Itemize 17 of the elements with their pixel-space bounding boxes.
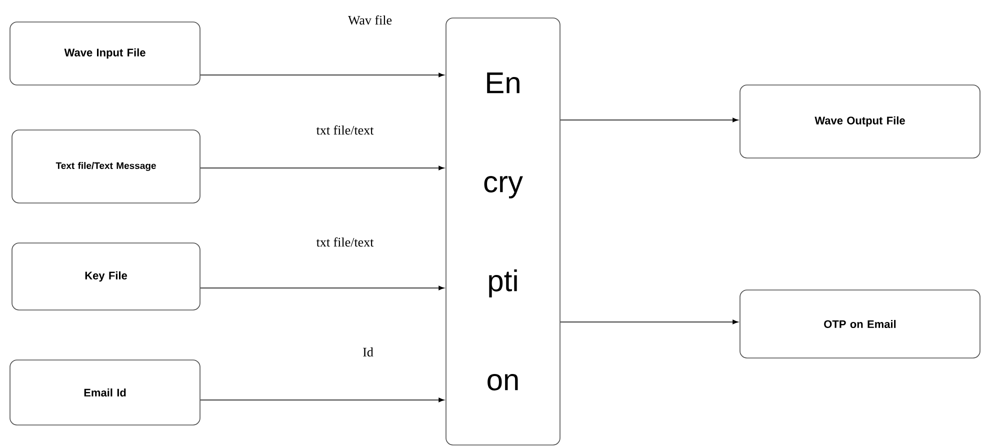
edge-label: txt file/text [315,236,375,248]
arrow [560,118,738,122]
arrow [560,320,738,324]
process-box: Text file/Text Message [12,130,200,204]
edge-label: Id [362,346,374,358]
arrow [200,166,444,170]
process-box: Wave Output File [740,84,980,158]
process-box: Key File [12,242,200,310]
arrow [200,398,444,402]
process-box: OTP on Email [740,290,980,358]
edge-label: txt file/text [315,124,375,136]
process-box: Email Id [10,360,200,426]
process-box: Wave Input File [10,22,200,86]
edge-label: Wav file [346,14,394,26]
arrow [200,286,444,290]
encryption-box: En cry pti on [446,18,560,446]
arrow [200,72,444,78]
